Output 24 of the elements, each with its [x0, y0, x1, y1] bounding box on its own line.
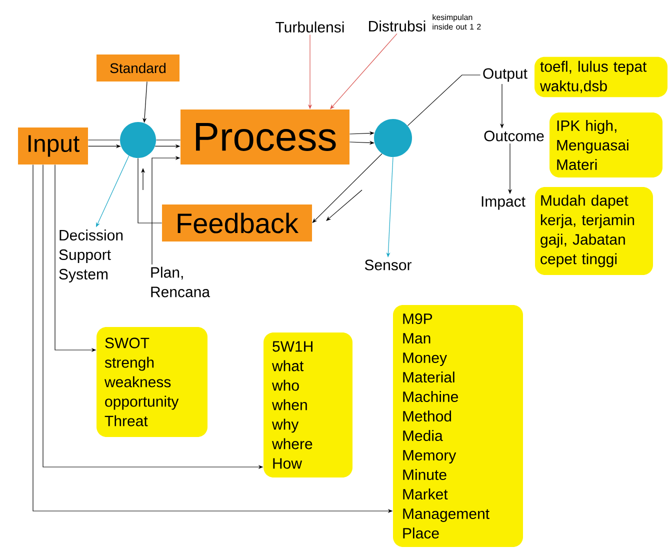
process-box: Standard [96, 54, 180, 82]
connector-line [138, 158, 162, 224]
text-label: Decission Support System [59, 230, 123, 282]
note-box: 5W1H what who when why where How [264, 332, 352, 478]
note-box: SWOT strengh weakness opportunity Threat [96, 327, 208, 437]
text-label: Distrubsi [369, 20, 426, 32]
connector-line [407, 74, 481, 126]
note-text: kesimpulan inside out 1 2 [432, 14, 481, 30]
junction-circle [120, 122, 156, 158]
process-box: Process [180, 110, 350, 164]
text-label: Plan, Rencana [151, 266, 210, 298]
text-label: Sensor [364, 260, 412, 270]
text-label: Turbulensi [276, 22, 344, 32]
arrow [312, 153, 382, 223]
note-box: Mudah dapet kerja, terjamin gaji, Jabatan cepet tinggi [535, 187, 653, 275]
note-box: toefl, lulus tepat waktu,dsb [534, 56, 668, 98]
text-label: Impact [482, 196, 526, 210]
text-label: Outcome [484, 130, 544, 142]
junction-circle [374, 119, 412, 157]
text-label: Output [483, 68, 528, 82]
note-box: M9P Man Money Material Machine Method Media Memory Minute Market Management Place [393, 305, 523, 547]
process-box: Input [18, 128, 88, 164]
note-box: IPK high, Menguasai Materi [550, 112, 662, 178]
process-box: Feedback [162, 204, 312, 242]
